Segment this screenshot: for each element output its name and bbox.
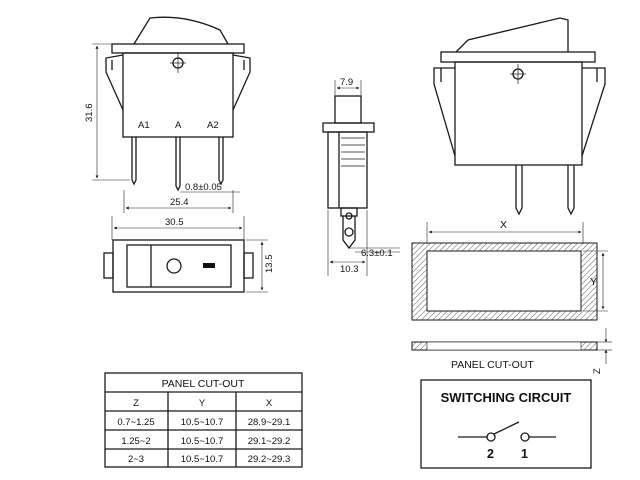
- cutout-x-label: X: [500, 219, 507, 231]
- table-header-z: Z: [133, 398, 139, 409]
- front-flange: [111, 43, 245, 54]
- terminal-2-label: 2: [487, 447, 494, 461]
- right-pin-left: [515, 165, 523, 216]
- pitch-dimension: 25.4: [170, 197, 189, 208]
- panel-cutout: X Y Z PANEL CUT-OUT: [411, 219, 612, 374]
- terminal-label-a2: A2: [207, 120, 219, 131]
- table-cell: 10.5~10.7: [181, 436, 224, 447]
- table-cell: 29.2~29.3: [248, 454, 291, 465]
- width-dimension: 30.5: [165, 217, 184, 228]
- left-tab: [103, 252, 114, 279]
- base-width-dimension: 10.3: [340, 264, 359, 275]
- right-flange: [440, 51, 596, 63]
- cutout-z-label: Z: [592, 368, 603, 374]
- right-rocker: [455, 17, 569, 53]
- side-view: 7.9 6.3±0.1 10.3: [322, 77, 400, 276]
- switching-circuit: SWITCHING CIRCUIT 2 1: [420, 379, 592, 469]
- top-height-dimension: 13.5: [264, 255, 275, 274]
- table-cell: 28.9~29.1: [248, 417, 291, 428]
- switch-lever: [493, 421, 520, 435]
- table-title: PANEL CUT-OUT: [162, 378, 245, 390]
- side-flange: [322, 122, 375, 133]
- terminal-label-a: A: [175, 120, 182, 131]
- pin-offset-dimension: 6.3±0.1: [361, 248, 393, 259]
- top-inner-frame: [126, 244, 232, 288]
- table-cell: 0.7~1.25: [117, 417, 154, 428]
- pin-a2: [218, 137, 224, 186]
- table-header-x: X: [266, 398, 273, 409]
- table-cell: 10.5~10.7: [181, 417, 224, 428]
- table-cell: 2~3: [128, 454, 144, 465]
- right-right-clip: [581, 67, 606, 157]
- terminal-label-a1: A1: [138, 120, 150, 131]
- cutout-caption: PANEL CUT-OUT: [451, 359, 534, 371]
- pin-a1: [131, 137, 137, 186]
- terminal-1-label: 1: [521, 447, 528, 461]
- contact-1: [520, 432, 530, 442]
- table-header-y: Y: [199, 398, 206, 409]
- right-clip: [232, 54, 251, 111]
- pin-a: [175, 137, 181, 192]
- table-cell: 10.5~10.7: [181, 454, 224, 465]
- table-cell: 29.1~29.2: [248, 436, 291, 447]
- height-dimension: 31.6: [84, 104, 95, 123]
- rocker-actuator: [133, 16, 229, 45]
- front-view: A1 A A2 31.6 0.8±0.05 25.4: [84, 16, 251, 213]
- side-actuator: [334, 95, 362, 124]
- top-outer-frame: [112, 239, 245, 293]
- off-symbol: [166, 258, 182, 274]
- right-body: [454, 61, 583, 166]
- top-width-dimension: 7.9: [340, 77, 353, 88]
- cutout-y-label: Y: [590, 276, 597, 288]
- right-left-clip: [433, 67, 456, 157]
- right-view: [433, 17, 606, 216]
- left-clip: [105, 54, 124, 111]
- circuit-title: SWITCHING CIRCUIT: [441, 390, 572, 405]
- top-view: 30.5 13.5: [103, 216, 275, 293]
- table-cell: 1.25~2: [121, 436, 150, 447]
- cutout-frame: [411, 242, 598, 321]
- contact-2: [486, 432, 496, 442]
- pin-thickness-dimension: 0.8±0.05: [185, 182, 222, 193]
- cutout-table: PANEL CUT-OUT Z Y X 0.7~1.25 10.5~10.7 2…: [104, 372, 303, 468]
- right-tab: [243, 252, 254, 279]
- on-symbol: [203, 263, 215, 268]
- side-body: [327, 131, 368, 209]
- right-pin-right: [567, 165, 575, 216]
